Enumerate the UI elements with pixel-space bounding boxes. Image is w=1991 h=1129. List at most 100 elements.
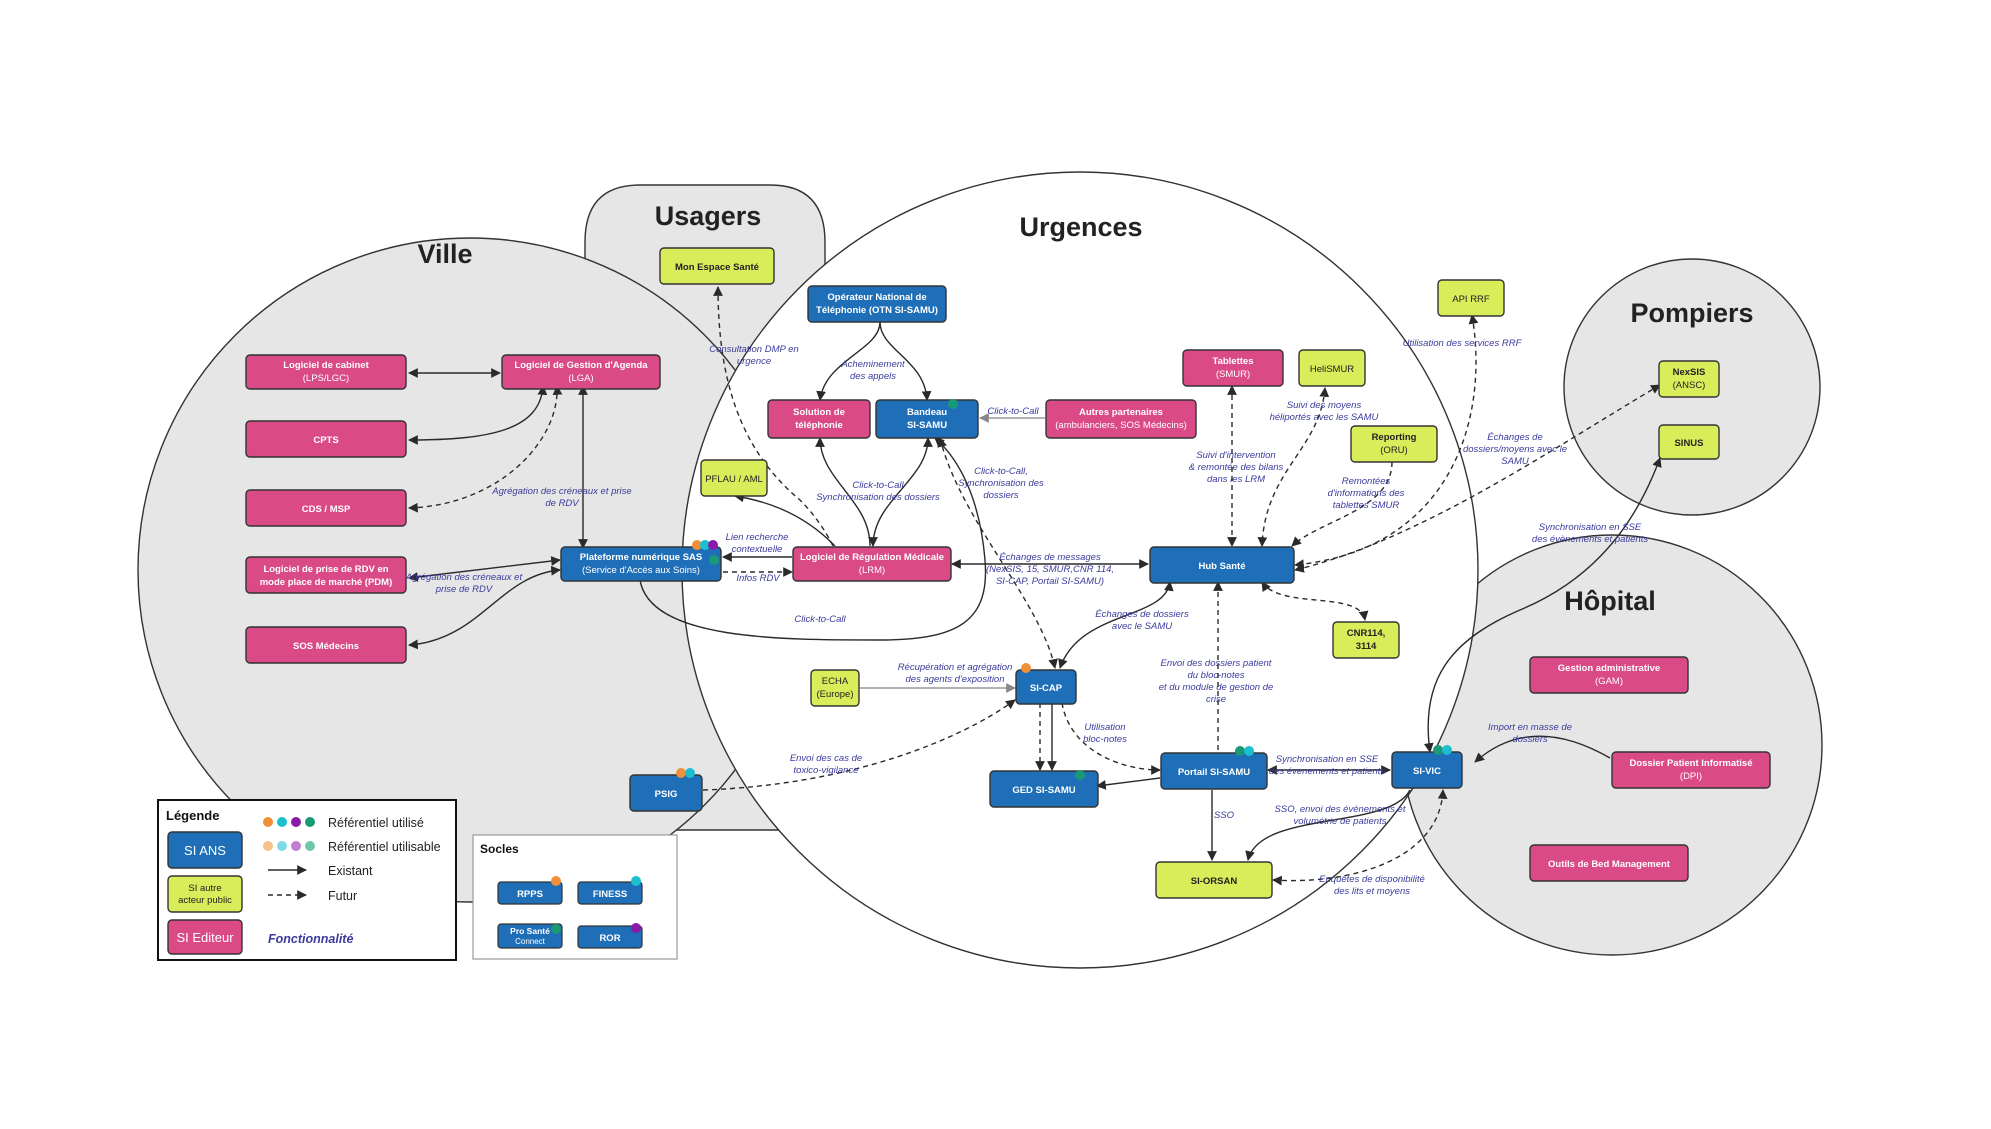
node-otn[interactable]: Opérateur National de Téléphonie (OTN SI… xyxy=(807,285,947,323)
node-cnr114[interactable]: CNR114, 3114 xyxy=(1332,621,1400,659)
node-solution-telephonie[interactable]: Solution de téléphonie xyxy=(767,399,871,439)
node-api-rrf[interactable]: API RRF xyxy=(1437,279,1505,317)
svg-text:(LRM): (LRM) xyxy=(859,565,885,576)
legend: Légende SI ANS SI autre acteur public SI… xyxy=(157,799,457,961)
node-cpts[interactable]: CPTS xyxy=(245,420,407,458)
edges xyxy=(408,286,1662,886)
flow-sso: SSO xyxy=(1214,810,1235,821)
node-logiciel-cabinet[interactable]: Logiciel de cabinet (LPS/LGC) xyxy=(245,354,407,390)
edge-lrm-pflau xyxy=(734,492,836,547)
edge-cds-lga xyxy=(408,385,563,513)
svg-text:Autres partenaires: Autres partenaires xyxy=(1079,407,1163,418)
node-bed-management[interactable]: Outils de Bed Management xyxy=(1529,844,1689,882)
svg-text:CPTS: CPTS xyxy=(313,435,338,446)
svg-text:SI-CAP: SI-CAP xyxy=(1030,683,1063,694)
svg-text:Bandeau: Bandeau xyxy=(907,407,947,418)
node-si-vic[interactable]: SI-VIC xyxy=(1391,745,1463,789)
node-psig[interactable]: PSIG xyxy=(629,768,703,812)
flow-click-to-call-1: Click-to-Call xyxy=(987,406,1039,417)
node-ged[interactable]: GED SI-SAMU xyxy=(989,770,1099,808)
socle-pro-sante-connect: Pro Santé Connect xyxy=(497,923,563,949)
svg-text:mode place de marché (PDM): mode place de marché (PDM) xyxy=(260,577,393,588)
node-mon-espace-sante[interactable]: Mon Espace Santé xyxy=(659,247,775,285)
region-title-usagers: Usagers xyxy=(655,201,762,231)
node-sos-medecins[interactable]: SOS Médecins xyxy=(245,626,407,664)
svg-text:Logiciel de prise de RDV en: Logiciel de prise de RDV en xyxy=(263,564,388,575)
svg-text:téléphonie: téléphonie xyxy=(795,420,843,431)
svg-text:PFLAU / AML: PFLAU / AML xyxy=(705,474,763,485)
region-title-urgences: Urgences xyxy=(1019,212,1142,242)
nodes: Logiciel de cabinet (LPS/LGC) Logiciel d… xyxy=(245,247,1771,899)
node-gam[interactable]: Gestion administrative (GAM) xyxy=(1529,656,1689,694)
node-dpi[interactable]: Dossier Patient Informatisé (DPI) xyxy=(1611,751,1771,789)
svg-text:GED SI-SAMU: GED SI-SAMU xyxy=(1012,785,1075,796)
node-si-orsan[interactable]: SI-ORSAN xyxy=(1155,861,1273,899)
node-autres-partenaires[interactable]: Autres partenaires (ambulanciers, SOS Mé… xyxy=(1045,399,1197,439)
node-portail[interactable]: Portail SI-SAMU xyxy=(1160,746,1268,790)
svg-text:(ANSC): (ANSC) xyxy=(1673,380,1706,391)
edge-mes-lrm xyxy=(713,286,834,547)
legend-fonctionnalite: Fonctionnalité xyxy=(268,932,353,946)
legend-dots-utilisable xyxy=(263,841,315,851)
svg-text:ROR: ROR xyxy=(599,933,620,944)
flow-infos-rdv: Infos RDV xyxy=(736,573,781,584)
node-helismur[interactable]: HeliSMUR xyxy=(1298,349,1366,387)
svg-text:Téléphonie (OTN SI-SAMU): Téléphonie (OTN SI-SAMU) xyxy=(816,305,938,316)
node-reporting[interactable]: Reporting (ORU) xyxy=(1350,425,1438,463)
svg-text:(LPS/LGC): (LPS/LGC) xyxy=(303,373,349,384)
svg-text:SI ANS: SI ANS xyxy=(184,843,226,858)
node-lga[interactable]: Logiciel de Gestion d'Agenda (LGA) xyxy=(501,354,661,390)
flow-click-to-call-2: Click-to-Call xyxy=(794,614,846,625)
node-sinus[interactable]: SINUS xyxy=(1658,424,1720,460)
node-nexsis[interactable]: NexSIS (ANSC) xyxy=(1658,360,1720,398)
socle-rpps: RPPS xyxy=(497,876,563,905)
svg-text:Dossier Patient Informatisé: Dossier Patient Informatisé xyxy=(1629,758,1752,769)
svg-text:Gestion administrative: Gestion administrative xyxy=(1558,663,1660,674)
svg-text:SI-SAMU: SI-SAMU xyxy=(907,420,947,431)
svg-text:RPPS: RPPS xyxy=(517,889,543,900)
svg-text:(Service d'Accès aux Soins): (Service d'Accès aux Soins) xyxy=(582,565,700,576)
legend-si-ans: SI ANS xyxy=(167,831,243,869)
region-title-hopital: Hôpital xyxy=(1564,586,1656,616)
node-echa[interactable]: ECHA (Europe) xyxy=(810,669,860,707)
svg-text:Reporting: Reporting xyxy=(1372,432,1417,443)
socle-finess: FINESS xyxy=(577,876,643,905)
node-bandeau[interactable]: Bandeau SI-SAMU xyxy=(875,399,979,439)
flow-utilisation-rrf: Utilisation des services RRF xyxy=(1403,338,1523,349)
region-title-ville: Ville xyxy=(417,239,472,269)
legend-si-editeur: SI Editeur xyxy=(167,919,243,955)
svg-text:Pro Santé: Pro Santé xyxy=(510,926,550,936)
svg-text:ECHA: ECHA xyxy=(822,676,849,687)
svg-text:3114: 3114 xyxy=(1356,641,1377,652)
node-pdm[interactable]: Logiciel de prise de RDV en mode place d… xyxy=(245,556,407,594)
flow-echanges-messages: Échanges de messages(NexSIS, 15, SMUR,CN… xyxy=(986,552,1114,587)
node-lrm[interactable]: Logiciel de Régulation Médicale (LRM) xyxy=(792,546,952,582)
node-hub-sante[interactable]: Hub Santé xyxy=(1149,546,1295,584)
node-pflau[interactable]: PFLAU / AML xyxy=(700,459,768,497)
svg-text:Outils de Bed Management: Outils de Bed Management xyxy=(1548,859,1671,870)
node-sas[interactable]: Plateforme numérique SAS (Service d'Accè… xyxy=(560,540,722,582)
svg-text:(Europe): (Europe) xyxy=(817,689,854,700)
edge-hub-sicap xyxy=(1058,581,1174,669)
edge-sos-sas xyxy=(408,565,561,650)
node-cds-msp[interactable]: CDS / MSP xyxy=(245,489,407,527)
svg-text:Portail SI-SAMU: Portail SI-SAMU xyxy=(1178,767,1250,778)
node-tablettes[interactable]: Tablettes (SMUR) xyxy=(1182,349,1284,387)
svg-text:Opérateur National de: Opérateur National de xyxy=(827,292,926,303)
node-si-cap[interactable]: SI-CAP xyxy=(1015,663,1077,705)
